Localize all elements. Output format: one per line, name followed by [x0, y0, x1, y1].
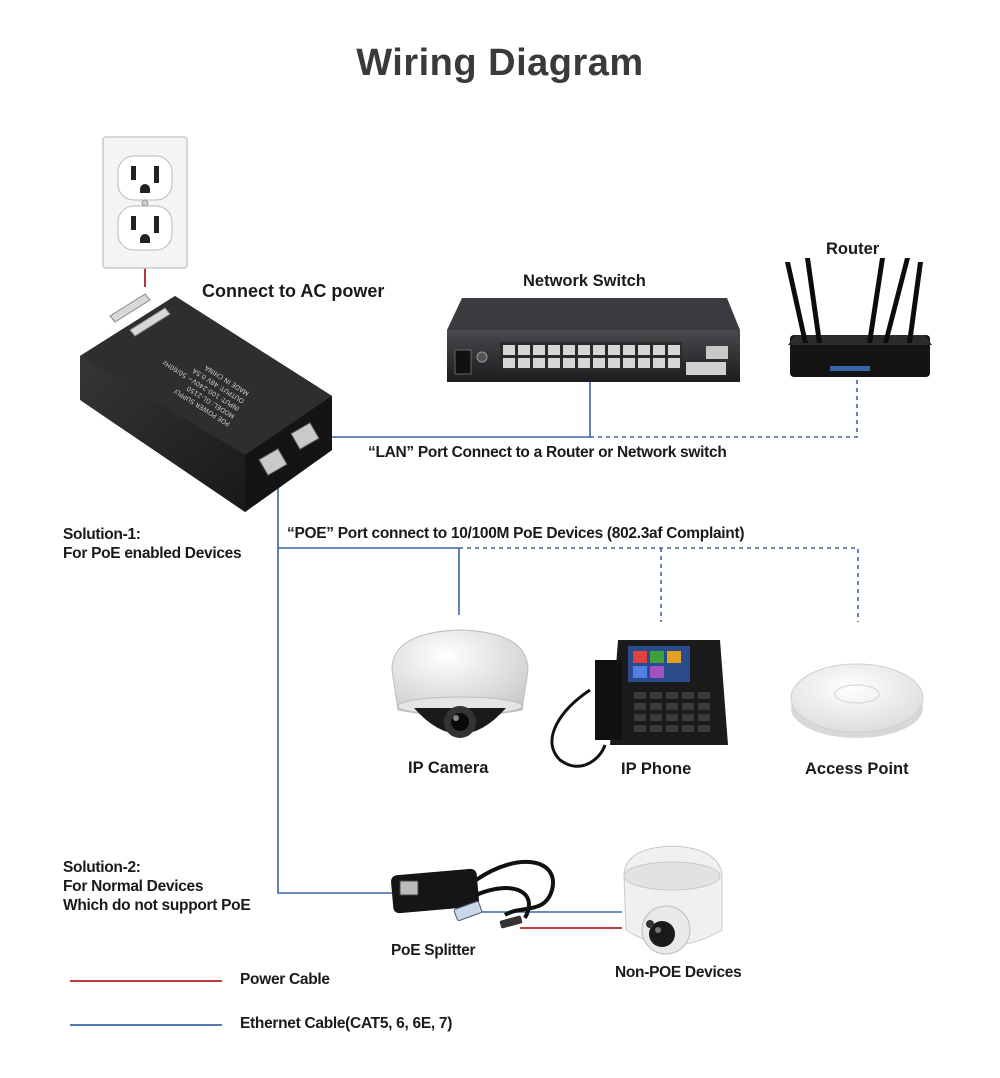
- switch-port: [638, 358, 650, 368]
- poe-splitter-device: [391, 859, 556, 929]
- phone-key: [634, 692, 646, 699]
- lan-port-label: “LAN” Port Connect to a Router or Networ…: [368, 444, 727, 461]
- phone-key: [682, 725, 694, 732]
- switch-port: [638, 345, 650, 355]
- phone-key: [666, 725, 678, 732]
- phone-key: [698, 725, 710, 732]
- wall-outlet: [102, 136, 188, 269]
- switch-port: [668, 345, 680, 355]
- page-title: Wiring Diagram: [356, 42, 644, 84]
- access-point-device: [790, 663, 924, 738]
- non-poe-devices-label: Non-POE Devices: [615, 964, 742, 981]
- phone-key: [634, 703, 646, 710]
- phone-key: [698, 703, 710, 710]
- switch-port: [533, 358, 545, 368]
- ip-phone-device: [550, 640, 728, 768]
- router-dashed-line: [590, 378, 858, 438]
- phone-key: [682, 703, 694, 710]
- switch-port: [503, 345, 515, 355]
- phone-key: [650, 725, 662, 732]
- legend-ethernet-label: Ethernet Cable(CAT5, 6, 6E, 7): [240, 1015, 453, 1032]
- phone-key: [650, 703, 662, 710]
- switch-port: [518, 358, 530, 368]
- switch-port: [623, 358, 635, 368]
- switch-port: [608, 345, 620, 355]
- access-point-label: Access Point: [805, 760, 909, 778]
- switch-port: [653, 345, 665, 355]
- switch-port: [548, 345, 560, 355]
- router-label: Router: [826, 240, 880, 258]
- phone-key: [698, 692, 710, 699]
- switch-port: [518, 345, 530, 355]
- switch-port: [563, 358, 575, 368]
- ac-power-label: Connect to AC power: [202, 281, 385, 301]
- phone-keypad: [634, 692, 710, 732]
- legend-power-label: Power Cable: [240, 971, 330, 988]
- switch-port: [503, 358, 515, 368]
- phone-key: [666, 714, 678, 721]
- solution-2-label: Solution-2: For Normal Devices Which do …: [63, 859, 251, 914]
- switch-port: [578, 358, 590, 368]
- poe-to-camera-line: [278, 547, 460, 615]
- switch-port: [548, 358, 560, 368]
- switch-port: [593, 345, 605, 355]
- phone-key: [650, 692, 662, 699]
- lan-to-switch-line: [320, 380, 591, 438]
- switch-port: [563, 345, 575, 355]
- poe-splitter-label: PoE Splitter: [391, 942, 476, 959]
- non-poe-camera-device: [623, 845, 723, 955]
- phone-key: [666, 703, 678, 710]
- phone-key: [634, 725, 646, 732]
- switch-port: [533, 345, 545, 355]
- poe-port-label: “POE” Port connect to 10/100M PoE Device…: [287, 525, 745, 542]
- dashed-lines: [459, 378, 859, 622]
- switch-port: [668, 358, 680, 368]
- network-switch-label: Network Switch: [523, 272, 646, 290]
- power-lines: [144, 268, 622, 929]
- ip-camera-label: IP Camera: [408, 759, 489, 777]
- switch-port: [608, 358, 620, 368]
- switch-port: [623, 345, 635, 355]
- phone-key: [698, 714, 710, 721]
- phone-key: [634, 714, 646, 721]
- poe-trunk-line: [277, 478, 392, 894]
- switch-port: [653, 358, 665, 368]
- phone-key: [666, 692, 678, 699]
- phone-key: [682, 714, 694, 721]
- phone-key: [650, 714, 662, 721]
- ip-phone-label: IP Phone: [621, 760, 692, 778]
- ip-camera-device: [391, 629, 529, 738]
- switch-port: [578, 345, 590, 355]
- router: [785, 258, 932, 377]
- poe-dashed-line: [459, 547, 859, 622]
- poe-adapter: POE POWER SUPPLY MODEL: GL-2150 INPUT: 1…: [80, 293, 332, 512]
- network-switch: [447, 298, 740, 382]
- switch-ports: [503, 345, 680, 368]
- phone-key: [682, 692, 694, 699]
- solution-1-label: Solution-1: For PoE enabled Devices: [63, 526, 242, 562]
- switch-port: [593, 358, 605, 368]
